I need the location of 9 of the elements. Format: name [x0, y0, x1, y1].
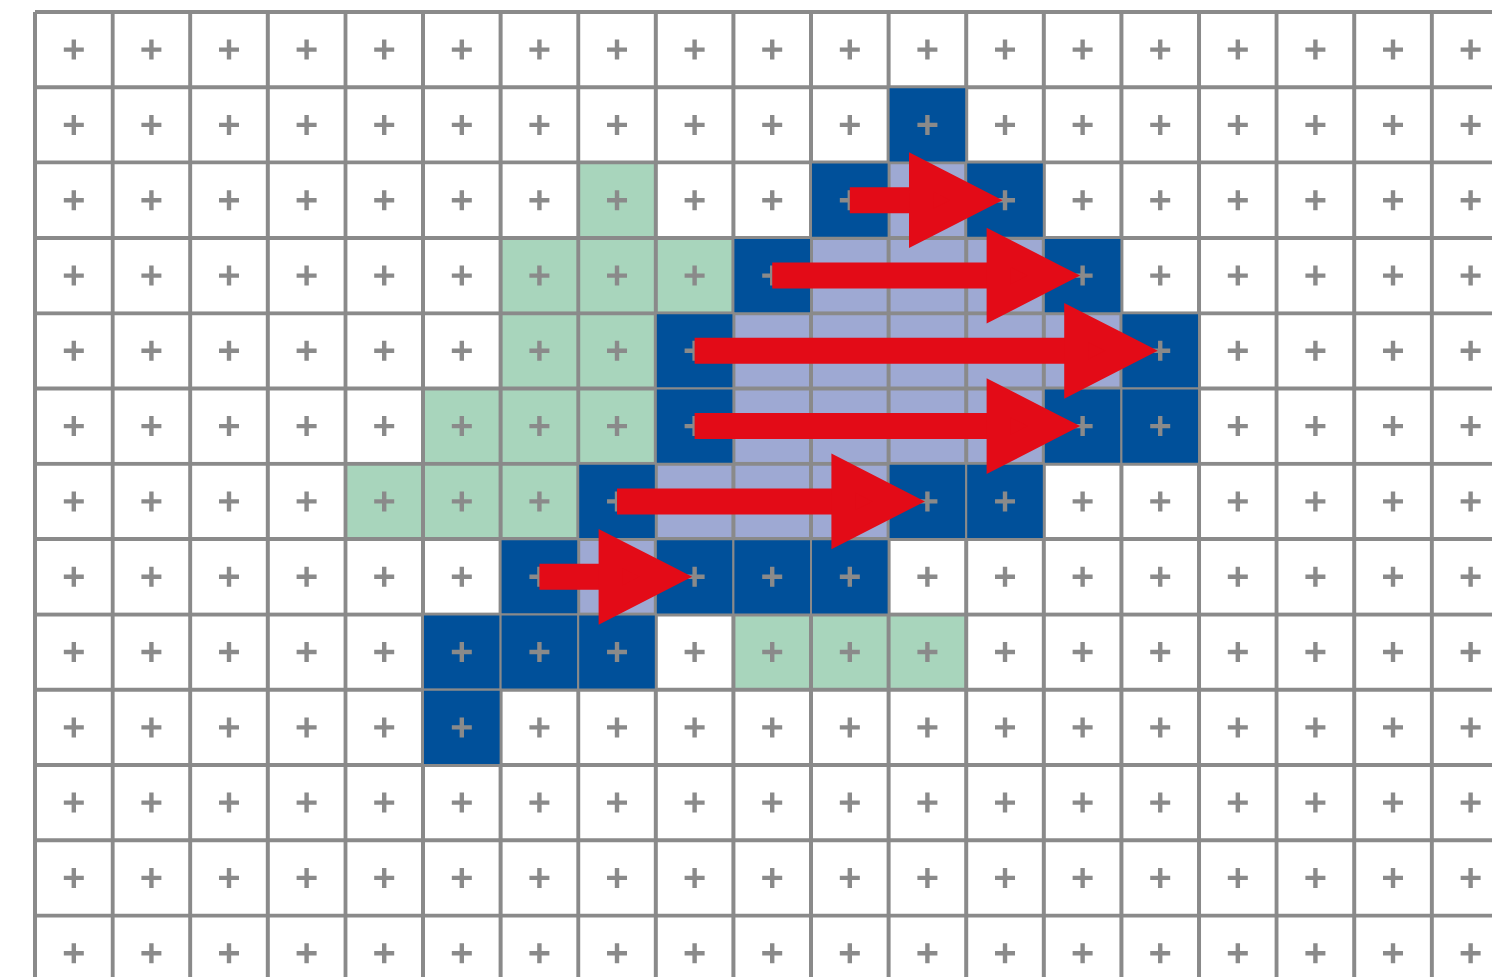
cell-box	[422, 688, 502, 766]
cell-box	[810, 538, 890, 616]
cell-box	[499, 613, 580, 691]
cell-box	[1120, 387, 1200, 465]
cell-box	[577, 613, 657, 691]
cell-box	[887, 86, 968, 164]
cell-box	[965, 462, 1045, 540]
cell-box	[422, 613, 502, 691]
cell-box	[732, 538, 812, 616]
